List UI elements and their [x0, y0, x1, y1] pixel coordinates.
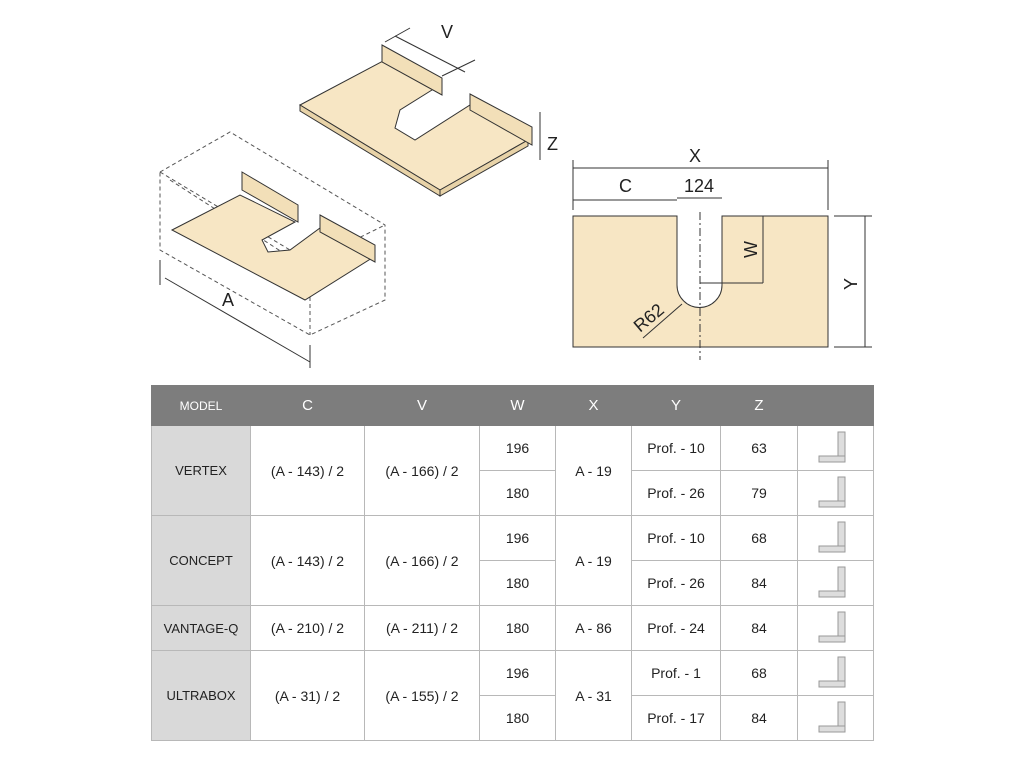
drawer-profile-icon [818, 656, 845, 688]
label-124: 124 [684, 176, 714, 196]
cell-w: 180 [479, 560, 556, 606]
cell-w: 196 [479, 650, 556, 696]
header-model: MODEL [151, 385, 251, 426]
cell-model: VANTAGE-Q [151, 605, 251, 651]
cell-profile [797, 695, 874, 741]
cell-profile [797, 515, 874, 561]
cell-profile [797, 425, 874, 471]
label-a: A [222, 290, 234, 310]
cell-y: Prof. - 26 [631, 560, 721, 606]
header-y: Y [631, 385, 721, 426]
cell-y: Prof. - 1 [631, 650, 721, 696]
cell-profile [797, 560, 874, 606]
cell-z: 79 [720, 470, 798, 516]
drawer-profile-icon [818, 566, 845, 598]
cell-v: (A - 166) / 2 [364, 425, 480, 516]
drawer-profile-icon [818, 431, 845, 463]
dimensions-table: MODEL C V W X Y Z VERTEX(A - 143) / 2(A … [151, 385, 874, 741]
cell-y: Prof. - 26 [631, 470, 721, 516]
cell-y: Prof. - 17 [631, 695, 721, 741]
plan-view [572, 160, 872, 360]
cell-x: A - 19 [555, 425, 632, 516]
table-header: MODEL C V W X Y Z [151, 385, 874, 426]
isometric-panel-in-cabinet [159, 131, 386, 368]
cell-z: 84 [720, 605, 798, 651]
cell-profile [797, 470, 874, 516]
cell-model: VERTEX [151, 425, 251, 516]
drawer-profile-icon [818, 701, 845, 733]
header-w: W [479, 385, 556, 426]
cell-c: (A - 143) / 2 [250, 425, 365, 516]
cell-v: (A - 211) / 2 [364, 605, 480, 651]
drawer-profile-icon [818, 611, 845, 643]
cell-c: (A - 210) / 2 [250, 605, 365, 651]
label-y: Y [841, 278, 861, 290]
cell-v: (A - 166) / 2 [364, 515, 480, 606]
cell-z: 68 [720, 515, 798, 561]
cell-w: 180 [479, 470, 556, 516]
header-z: Z [720, 385, 798, 426]
cell-c: (A - 143) / 2 [250, 515, 365, 606]
header-v: V [364, 385, 480, 426]
cell-model: CONCEPT [151, 515, 251, 606]
drawer-profile-icon [818, 521, 845, 553]
header-x: X [555, 385, 632, 426]
cell-y: Prof. - 10 [631, 515, 721, 561]
isometric-panel-top [298, 27, 541, 197]
label-w: W [741, 241, 761, 258]
cell-w: 196 [479, 425, 556, 471]
cell-w: 196 [479, 515, 556, 561]
cell-w: 180 [479, 695, 556, 741]
cell-y: Prof. - 24 [631, 605, 721, 651]
label-x: X [689, 146, 701, 166]
technical-drawing: V Z A X C 124 W Y R62 [159, 22, 872, 368]
cell-profile [797, 650, 874, 696]
cell-z: 84 [720, 695, 798, 741]
cell-z: 63 [720, 425, 798, 471]
drawer-profile-icon [818, 476, 845, 508]
cell-c: (A - 31) / 2 [250, 650, 365, 741]
cell-w: 180 [479, 605, 556, 651]
cell-profile [797, 605, 874, 651]
cell-model: ULTRABOX [151, 650, 251, 741]
label-z: Z [547, 134, 558, 154]
cell-x: A - 86 [555, 605, 632, 651]
header-profile [797, 385, 874, 426]
header-c: C [250, 385, 365, 426]
cell-y: Prof. - 10 [631, 425, 721, 471]
cell-x: A - 31 [555, 650, 632, 741]
label-v: V [441, 22, 453, 42]
cell-v: (A - 155) / 2 [364, 650, 480, 741]
cell-z: 68 [720, 650, 798, 696]
label-c: C [619, 176, 632, 196]
cell-z: 84 [720, 560, 798, 606]
cell-x: A - 19 [555, 515, 632, 606]
